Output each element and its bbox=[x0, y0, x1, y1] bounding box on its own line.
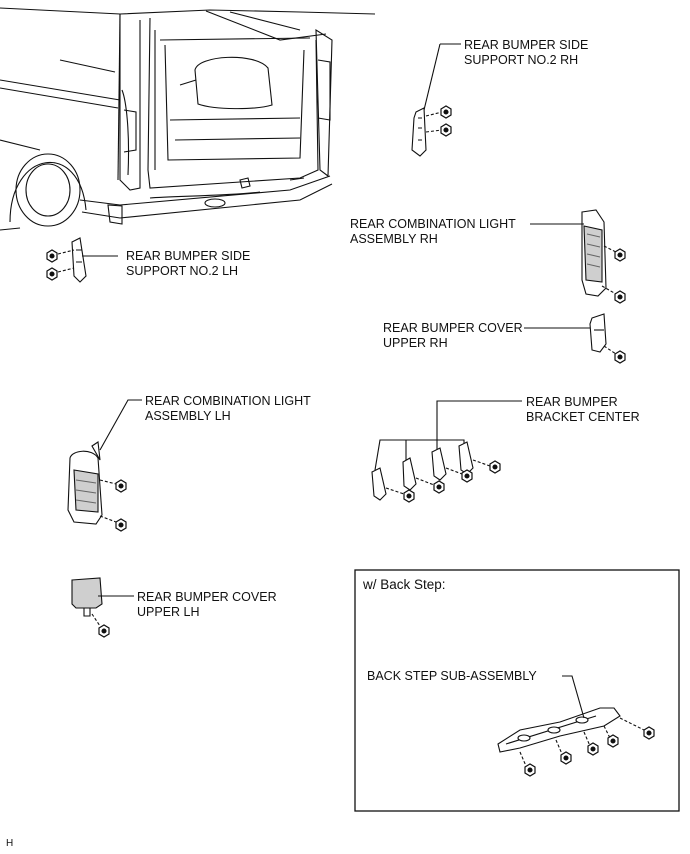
label-side-support-lh: REAR BUMPER SIDE SUPPORT NO.2 LH bbox=[126, 249, 250, 279]
label-line: ASSEMBLY RH bbox=[350, 232, 438, 246]
inset-frame bbox=[354, 569, 680, 812]
combo-light-lh-part bbox=[67, 399, 142, 532]
label-line: REAR BUMPER COVER bbox=[137, 590, 277, 604]
combo-light-rh-part bbox=[530, 209, 626, 304]
label-line: REAR BUMPER SIDE bbox=[464, 38, 589, 52]
back-step-part bbox=[497, 675, 655, 777]
label-back-step: BACK STEP SUB-ASSEMBLY bbox=[367, 669, 537, 683]
van-rear-illustration bbox=[0, 7, 376, 231]
label-line: REAR COMBINATION LIGHT bbox=[350, 217, 516, 231]
label-line: UPPER RH bbox=[383, 336, 448, 350]
label-line: UPPER LH bbox=[137, 605, 200, 619]
label-side-support-rh: REAR BUMPER SIDE SUPPORT NO.2 RH bbox=[464, 38, 588, 68]
label-line: BRACKET CENTER bbox=[526, 410, 640, 424]
label-cover-upper-rh: REAR BUMPER COVER UPPER RH bbox=[383, 321, 523, 351]
label-line: REAR BUMPER bbox=[526, 395, 618, 409]
corner-code: H bbox=[6, 838, 14, 849]
label-line: SUPPORT NO.2 RH bbox=[464, 53, 579, 67]
label-combo-light-rh: REAR COMBINATION LIGHT ASSEMBLY RH bbox=[350, 217, 516, 247]
label-cover-upper-lh: REAR BUMPER COVER UPPER LH bbox=[137, 590, 277, 620]
bracket-center-parts bbox=[371, 400, 522, 503]
cover-upper-rh-part bbox=[524, 313, 626, 364]
label-line: ASSEMBLY LH bbox=[145, 409, 231, 423]
label-line: SUPPORT NO.2 LH bbox=[126, 264, 239, 278]
label-line: REAR BUMPER SIDE bbox=[126, 249, 251, 263]
cover-upper-lh-part bbox=[71, 577, 134, 638]
side-support-rh-part bbox=[411, 43, 461, 157]
label-line: REAR COMBINATION LIGHT bbox=[145, 394, 311, 408]
side-support-lh-part bbox=[46, 237, 118, 283]
label-bracket-center: REAR BUMPER BRACKET CENTER bbox=[526, 395, 640, 425]
back-step-inset bbox=[354, 569, 680, 812]
label-line: REAR BUMPER COVER bbox=[383, 321, 523, 335]
label-combo-light-lh: REAR COMBINATION LIGHT ASSEMBLY LH bbox=[145, 394, 311, 424]
inset-title: w/ Back Step: bbox=[363, 577, 446, 592]
